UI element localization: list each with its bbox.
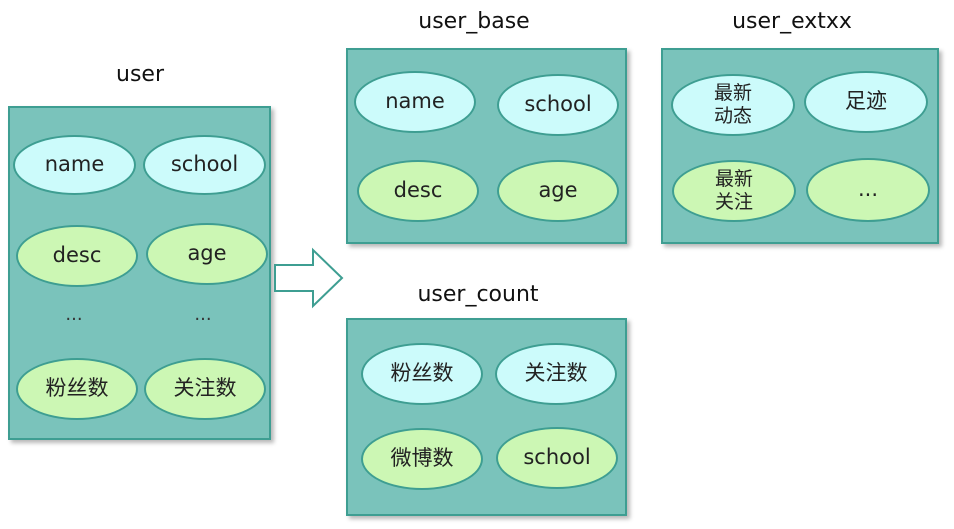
table-user-base: name school desc age bbox=[346, 48, 627, 244]
table-user-count: 粉丝数 关注数 微博数 school bbox=[346, 318, 627, 516]
table-title-user: user bbox=[116, 62, 164, 87]
field-latest-follows: 最新 关注 bbox=[672, 160, 796, 222]
field-latest-updates: 最新 动态 bbox=[671, 74, 795, 136]
field-follow-count: 关注数 bbox=[495, 343, 617, 405]
table-title-user-base: user_base bbox=[418, 9, 530, 34]
table-title-user-count: user_count bbox=[417, 282, 539, 307]
table-title-user-extxx: user_extxx bbox=[732, 9, 852, 34]
field-school: school bbox=[496, 427, 618, 489]
field-age: age bbox=[497, 160, 619, 222]
table-user-extxx: 最新 动态 足迹 最新 关注 ... bbox=[661, 48, 939, 244]
field-name: name bbox=[13, 135, 136, 195]
field-desc: desc bbox=[357, 160, 479, 222]
field-school: school bbox=[497, 74, 619, 136]
field-footprint: 足迹 bbox=[804, 71, 928, 133]
field-weibo-count: 微博数 bbox=[361, 428, 483, 490]
field-more-left: ... bbox=[65, 304, 83, 325]
field-more: ... bbox=[806, 158, 930, 222]
right-arrow-icon bbox=[274, 247, 344, 309]
field-desc: desc bbox=[16, 225, 138, 287]
field-fans-count: 粉丝数 bbox=[361, 343, 483, 405]
field-age: age bbox=[146, 223, 268, 285]
field-more-right: ... bbox=[194, 304, 212, 325]
table-user: name school desc age ... ... 粉丝数 关注数 bbox=[8, 106, 271, 440]
field-fans-count: 粉丝数 bbox=[16, 358, 138, 420]
field-name: name bbox=[354, 71, 476, 133]
field-school: school bbox=[143, 135, 266, 195]
field-follow-count: 关注数 bbox=[144, 358, 266, 420]
